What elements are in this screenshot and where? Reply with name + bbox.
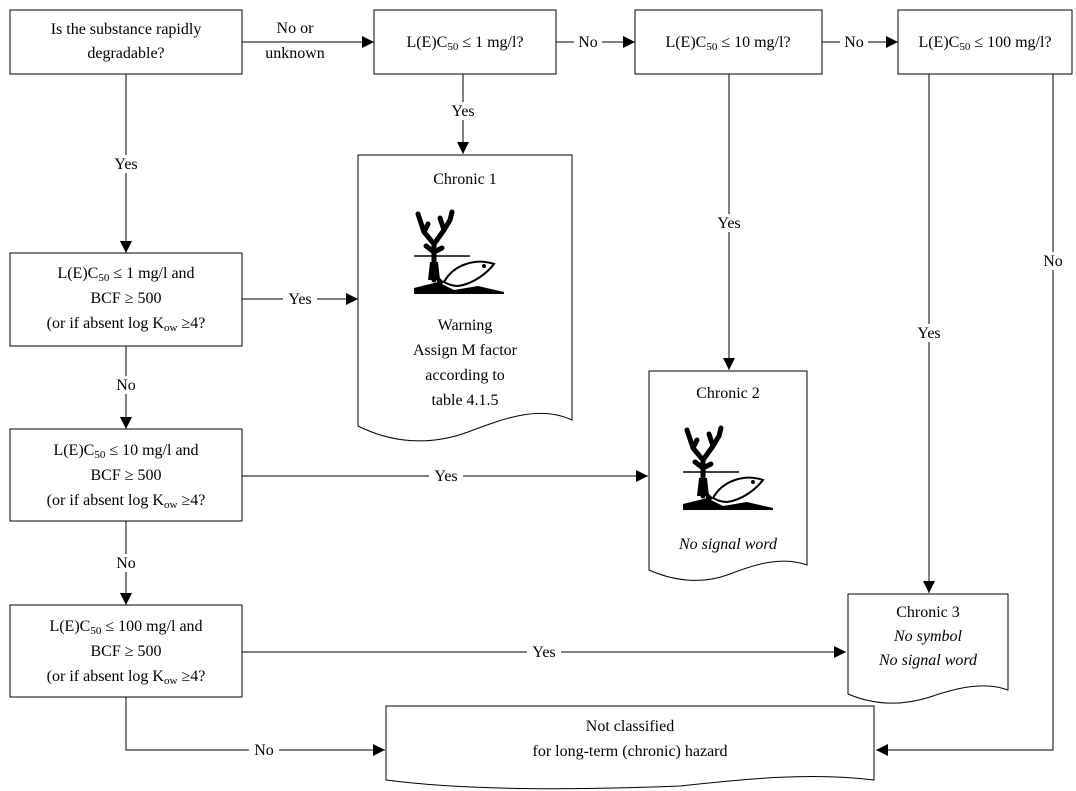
outcome-chronic-1: Chronic 1 Warning Assign M factor accord… [357, 154, 573, 442]
decision-lec50-1-bcf-line3: (or if absent log Kow ≥4? [47, 315, 206, 334]
edge-label-yes-degradable: Yes [114, 156, 137, 173]
edge-label-no-left-2: No [116, 555, 136, 572]
start-question-line1: Is the substance rapidly [51, 21, 202, 38]
decision-lec50-100: L(E)C50 ≤ 100 mg/l? [897, 9, 1073, 75]
edge-label-yes-chronic1: Yes [451, 103, 474, 120]
edge-label-no-unknown-line1: No or [277, 20, 315, 37]
decision-lec50-1: L(E)C50 ≤ 1 mg/l? [373, 9, 557, 75]
decision-lec50-100-bcf: L(E)C50 ≤ 100 mg/l and BCF ≥ 500 (or if … [9, 604, 243, 698]
chronic-2-signal: No signal word [678, 536, 778, 553]
chronic-1-line4: table 4.1.5 [431, 392, 498, 409]
edge-label-no-left-1: No [116, 377, 136, 394]
edge-label-no-not-classified: No [1043, 253, 1063, 270]
chronic-3-title: Chronic 3 [896, 604, 960, 621]
chronic-3-signal: No signal word [878, 652, 978, 669]
chronic-2-title: Chronic 2 [696, 385, 760, 402]
decision-lec50-100-bcf-line2: BCF ≥ 500 [90, 643, 161, 660]
outcome-chronic-3: Chronic 3 No symbol No signal word [847, 593, 1009, 704]
decision-lec50-1-bcf: L(E)C50 ≤ 1 mg/l and BCF ≥ 500 (or if ab… [9, 252, 243, 347]
not-classified-line2: for long-term (chronic) hazard [532, 743, 727, 760]
decision-lec50-100-label: L(E)C50 ≤ 100 mg/l? [918, 34, 1051, 53]
decision-lec50-100-bcf-line1: L(E)C50 ≤ 100 mg/l and [49, 618, 202, 637]
decision-lec50-10-label: L(E)C50 ≤ 10 mg/l? [665, 34, 790, 53]
decision-lec50-10-bcf-line3: (or if absent log Kow ≥4? [47, 492, 206, 511]
start-question-node: Is the substance rapidly degradable? [9, 9, 243, 75]
edge-label-yes-left-2: Yes [434, 468, 457, 485]
edge-label-no-1: No [578, 34, 598, 51]
edge-label-yes-chronic2: Yes [717, 215, 740, 232]
start-question-line2: degradable? [87, 45, 164, 62]
outcome-not-classified: Not classified for long-term (chronic) h… [385, 705, 875, 790]
chronic-1-line3: according to [425, 367, 505, 384]
decision-lec50-1-bcf-line2: BCF ≥ 500 [90, 290, 161, 307]
decision-lec50-10-bcf-line1: L(E)C50 ≤ 10 mg/l and [53, 442, 198, 461]
decision-lec50-1-bcf-line1: L(E)C50 ≤ 1 mg/l and [57, 265, 194, 284]
not-classified-line1: Not classified [586, 718, 674, 735]
edge-label-no-2: No [844, 34, 864, 51]
edge-label-no-bottom: No [254, 742, 274, 759]
decision-lec50-10-bcf: L(E)C50 ≤ 10 mg/l and BCF ≥ 500 (or if a… [9, 428, 243, 522]
chronic-1-title: Chronic 1 [433, 171, 497, 188]
decision-lec50-10: L(E)C50 ≤ 10 mg/l? [634, 9, 823, 75]
chronic-1-line2: Assign M factor [413, 342, 518, 359]
decision-lec50-1-label: L(E)C50 ≤ 1 mg/l? [406, 34, 523, 53]
edge-label-no-unknown-line2: unknown [265, 45, 325, 62]
edge-label-yes-chronic3: Yes [917, 325, 940, 342]
chronic-3-symbol: No symbol [893, 628, 963, 645]
outcome-chronic-2: Chronic 2 No signal word [648, 370, 808, 581]
edge-labels: No or unknown No No Yes Yes Yes No Yes N… [109, 20, 1068, 759]
chronic-1-line1: Warning [438, 317, 493, 334]
decision-lec50-10-bcf-line2: BCF ≥ 500 [90, 467, 161, 484]
decision-lec50-100-bcf-line3: (or if absent log Kow ≥4? [47, 668, 206, 687]
edge-label-yes-left-3: Yes [532, 644, 555, 661]
edge-label-yes-left-1: Yes [288, 291, 311, 308]
